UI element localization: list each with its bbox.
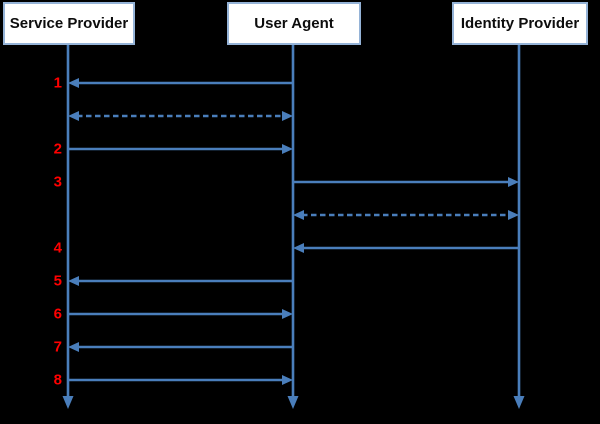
message-arrow-7	[68, 276, 293, 286]
actor-box-identity-provider: Identity Provider	[452, 2, 588, 45]
arrowhead-right-icon	[282, 144, 293, 154]
lifeline-end-arrow-icon	[62, 396, 74, 409]
arrowhead-right-icon	[508, 210, 519, 220]
lifeline-end-arrow-icon	[287, 396, 299, 409]
lifeline-sp	[62, 45, 74, 409]
message-arrow-9	[68, 342, 293, 352]
actor-label-identity-provider: Identity Provider	[460, 15, 580, 32]
message-arrow-2	[68, 111, 293, 121]
message-arrow-10	[68, 375, 293, 385]
arrowhead-right-icon	[508, 177, 519, 187]
message-arrow-5	[293, 210, 519, 220]
step-number-2: 2	[53, 140, 62, 158]
step-number-7: 7	[53, 338, 62, 356]
arrowhead-left-icon	[68, 342, 79, 352]
actor-box-service-provider: Service Provider	[3, 2, 135, 45]
actor-label-service-provider: Service Provider	[9, 15, 129, 32]
arrowhead-left-icon	[293, 210, 304, 220]
step-number-6: 6	[53, 305, 62, 323]
step-number-4: 4	[53, 239, 62, 257]
lifeline-ua	[287, 45, 299, 409]
arrowhead-left-icon	[68, 78, 79, 88]
arrowhead-left-icon	[68, 111, 79, 121]
step-number-3: 3	[53, 173, 62, 191]
actor-box-user-agent: User Agent	[227, 2, 361, 45]
step-number-8: 8	[53, 371, 62, 389]
arrowhead-right-icon	[282, 111, 293, 121]
message-arrow-8	[68, 309, 293, 319]
message-arrow-4	[293, 177, 519, 187]
lifeline-end-arrow-icon	[513, 396, 525, 409]
message-arrow-1	[68, 78, 293, 88]
step-number-1: 1	[53, 74, 62, 92]
actor-label-user-agent: User Agent	[254, 15, 334, 32]
arrowhead-right-icon	[282, 309, 293, 319]
arrowhead-right-icon	[282, 375, 293, 385]
arrowhead-left-icon	[293, 243, 304, 253]
message-arrow-3	[68, 144, 293, 154]
message-arrow-6	[293, 243, 519, 253]
arrowhead-left-icon	[68, 276, 79, 286]
lifeline-idp	[513, 45, 525, 409]
step-number-5: 5	[53, 272, 62, 290]
